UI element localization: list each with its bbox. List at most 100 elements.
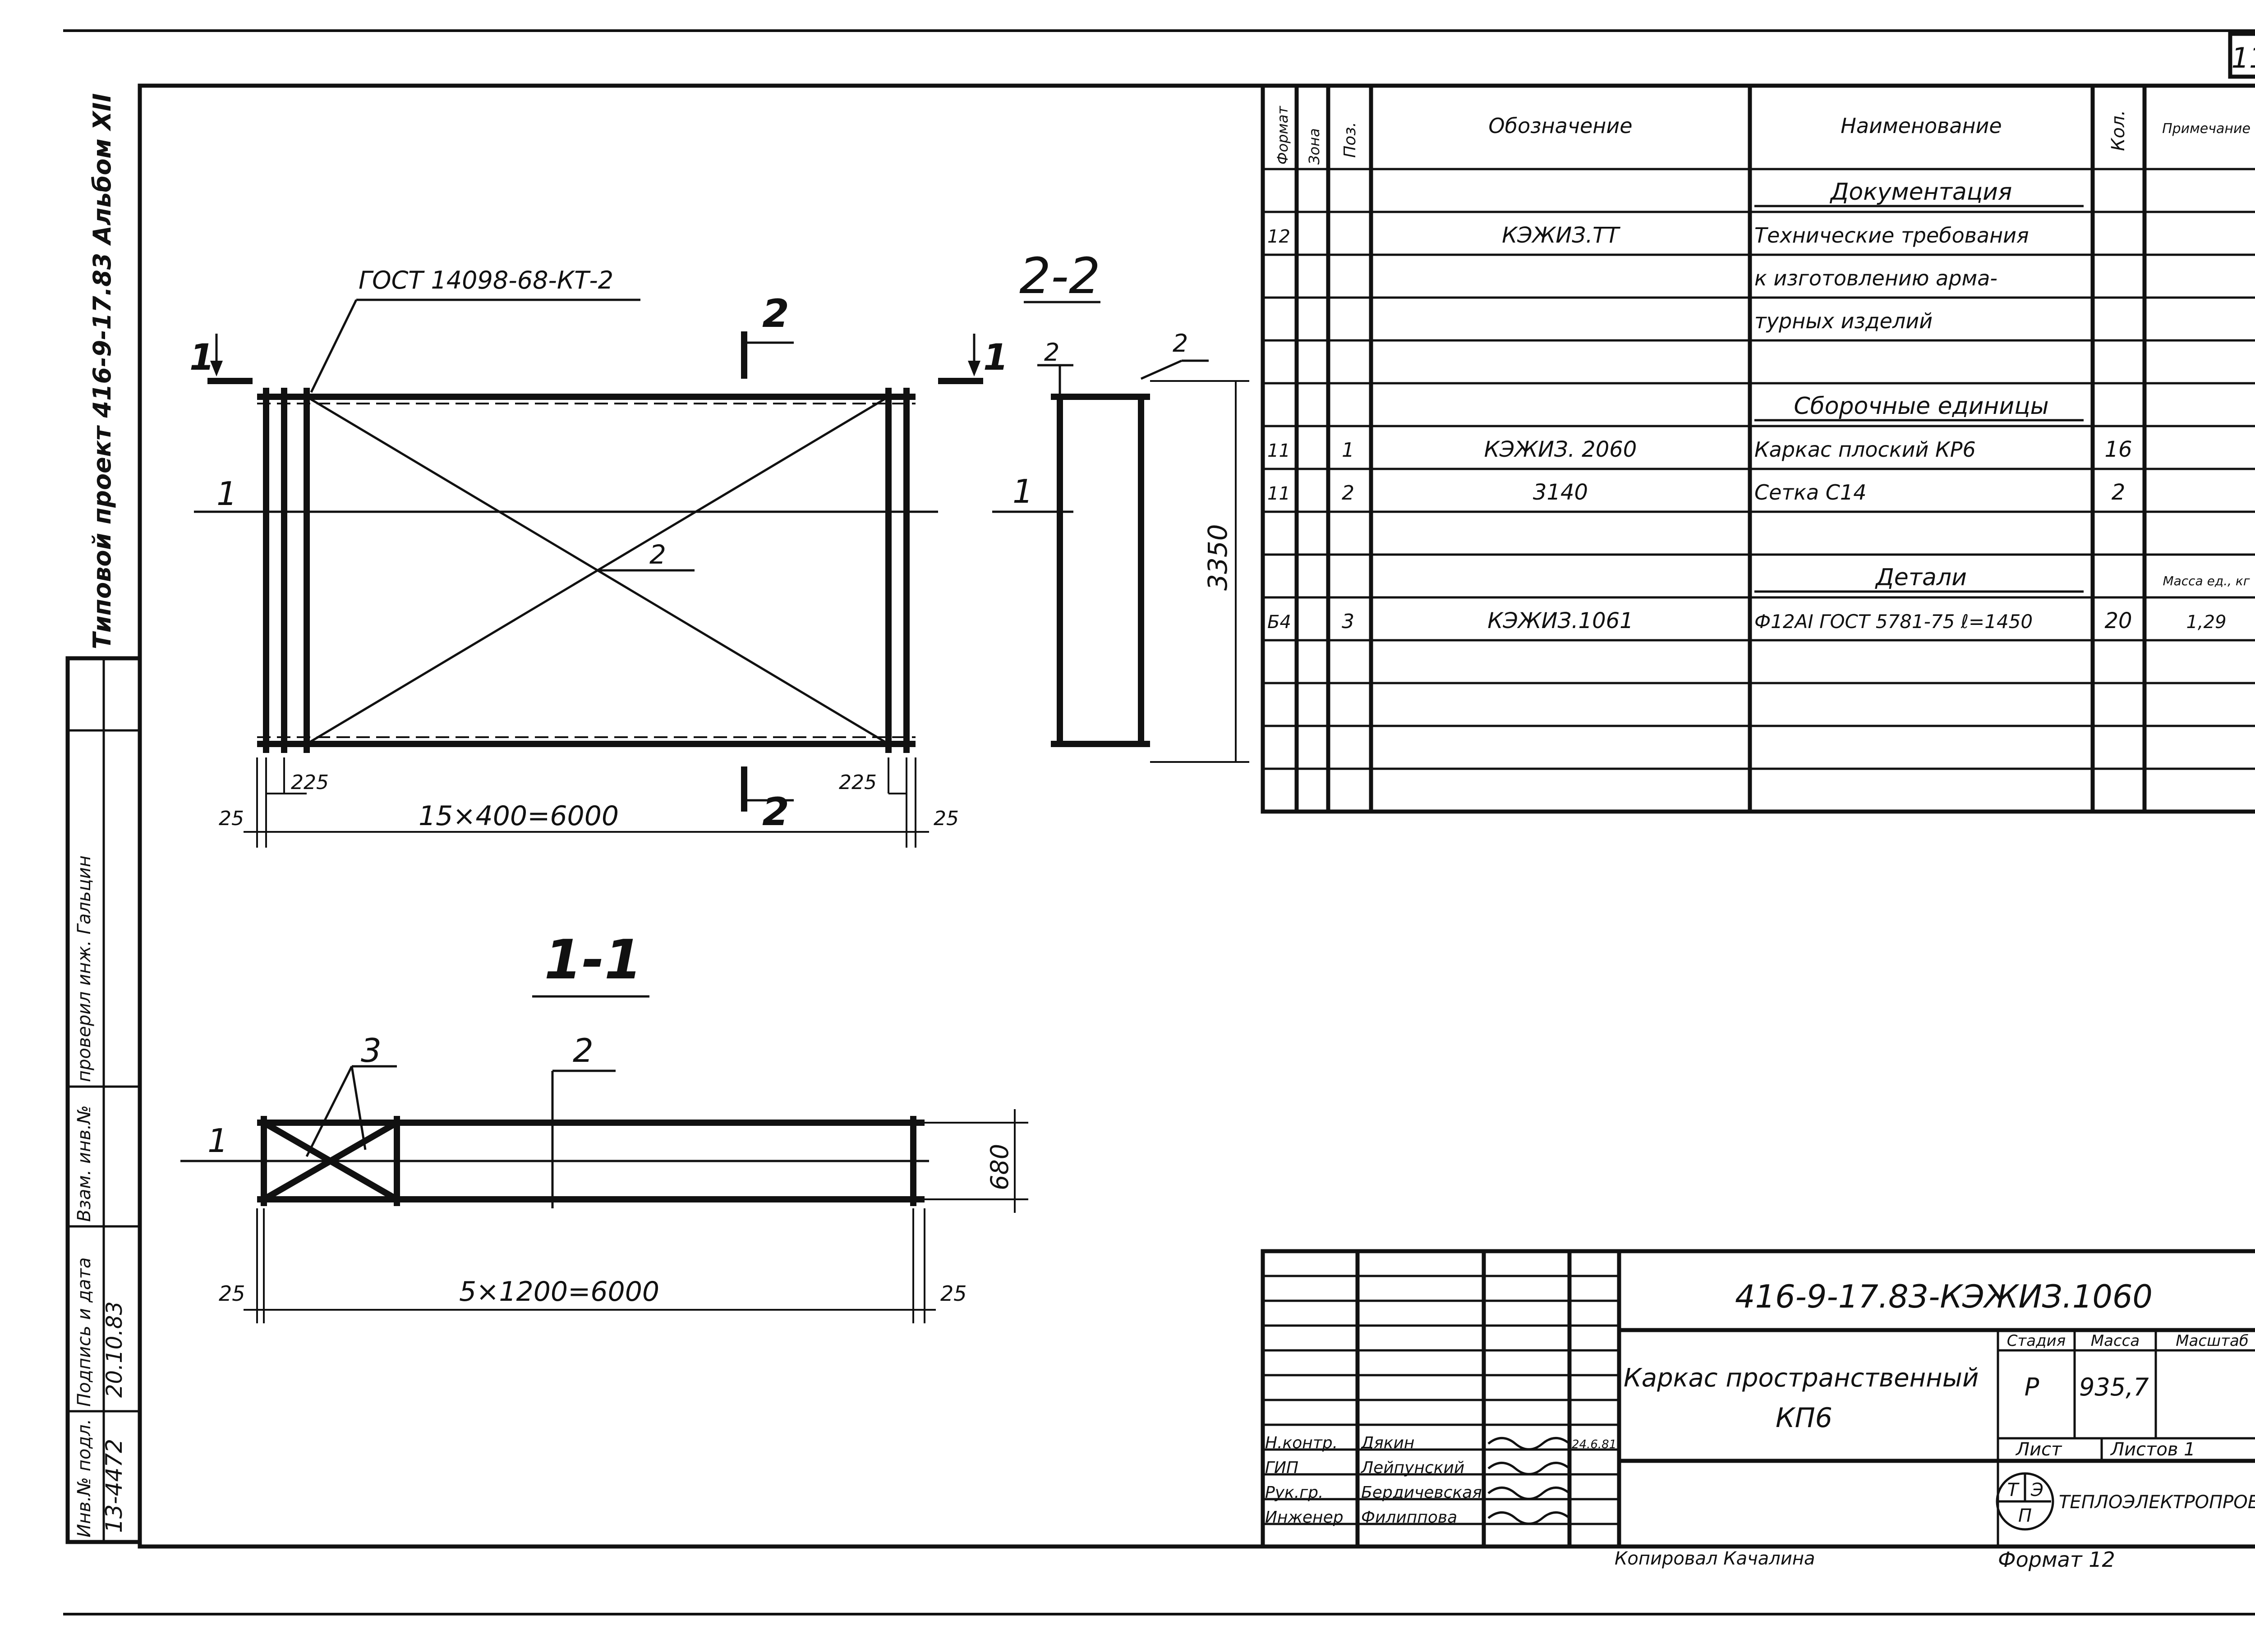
section-2-2: 2-2 1 2 2 3350 bbox=[992, 247, 1249, 763]
cut-2-bottom: 2 bbox=[762, 789, 789, 835]
org-name: ТЕПЛОЭЛЕКТРОПРОЕКТ bbox=[2059, 1492, 2255, 1513]
staff-name: Лейпунский bbox=[1360, 1459, 1464, 1477]
staff-name: Филиппова bbox=[1361, 1508, 1457, 1527]
staff-signature bbox=[1487, 1437, 1570, 1450]
spec-cell-name: Детали bbox=[1875, 564, 1967, 591]
spec-cell-qty: 2 bbox=[2112, 480, 2126, 505]
spec-row: 11 2 3140 Сетка С14 2 bbox=[1267, 480, 2125, 505]
spec-cell-note: 1,29 bbox=[2186, 612, 2226, 633]
copied-by: Копировал Качалина bbox=[1615, 1548, 1815, 1569]
dim-bottom-span: 5×1200=6000 bbox=[459, 1276, 659, 1308]
dim-225-left: 225 bbox=[291, 771, 329, 794]
spec-cell-designation: КЭЖИЗ. 2060 bbox=[1484, 437, 1637, 462]
spec-cell-designation: КЭЖИЗ.ТТ bbox=[1502, 223, 1621, 248]
checked-label: проверил инж. Гальцин bbox=[74, 855, 95, 1082]
spec-cell-pos: 1 bbox=[1342, 439, 1354, 462]
sign-date-value: 20.10.83 bbox=[102, 1301, 127, 1398]
spec-row: Сборочные единицы bbox=[1754, 393, 2084, 422]
spec-row: Детали Масса ед., кг bbox=[1754, 564, 2250, 593]
staff-signature bbox=[1487, 1511, 1570, 1525]
spec-cell-name: Ф12АI ГОСТ 5781-75 ℓ=1450 bbox=[1754, 610, 2033, 633]
dim-680: 680 bbox=[985, 1144, 1014, 1190]
plan-pos1: 1 bbox=[216, 475, 237, 513]
spec-cell-note: Масса ед., кг bbox=[2163, 574, 2250, 588]
section-1-1-pos1: 1 bbox=[207, 1122, 228, 1160]
cut-2-top: 2 bbox=[762, 291, 789, 336]
cut-1-right: 1 bbox=[983, 336, 1008, 378]
staff-role: Н.контр. bbox=[1265, 1434, 1338, 1452]
dim-top-span: 15×400=6000 bbox=[419, 800, 619, 832]
staff-role: Рук.гр. bbox=[1265, 1483, 1323, 1502]
section-1-1: 1-1 1 3 2 680 5×1200=6000 25 25 bbox=[180, 929, 1028, 1323]
header-format: Формат bbox=[1274, 106, 1291, 165]
spec-row: к изготовлению арма- bbox=[1754, 266, 1997, 290]
dim-25-bottom-right: 25 bbox=[940, 1281, 967, 1306]
staff-signature bbox=[1487, 1462, 1570, 1475]
spec-cell-name: к изготовлению арма- bbox=[1754, 266, 1997, 290]
staff-row: Инженер Филиппова bbox=[1265, 1508, 1570, 1527]
doc-code: 416-9-17.83-КЭЖИЗ.1060 bbox=[1735, 1278, 2153, 1315]
header-designation: Обозначение bbox=[1488, 114, 1632, 138]
dim-3350: 3350 bbox=[1202, 524, 1233, 591]
header-note: Примечание bbox=[2162, 121, 2250, 137]
dim-25-right: 25 bbox=[934, 807, 959, 830]
section-2-2-pos2-right: 2 bbox=[1173, 329, 1188, 358]
staff-name: Бердичевская bbox=[1361, 1483, 1482, 1502]
mass-value: 935,7 bbox=[2079, 1373, 2149, 1401]
inv-value: 13-4472 bbox=[101, 1439, 127, 1533]
staff-name: Дякин bbox=[1360, 1434, 1414, 1452]
spec-cell-qty: 20 bbox=[2104, 608, 2132, 633]
sheet-number: 11 bbox=[2232, 41, 2255, 74]
scale-label: Масштаб bbox=[2176, 1332, 2249, 1350]
mass-label: Масса bbox=[2091, 1332, 2140, 1350]
spec-cell-pos: 2 bbox=[1342, 482, 1354, 505]
header-qty: Кол. bbox=[2108, 110, 2129, 151]
section-1-1-pos3: 3 bbox=[361, 1032, 382, 1069]
spec-cell-name: турных изделий bbox=[1754, 309, 1933, 333]
section-2-2-pos2-left: 2 bbox=[1044, 338, 1059, 367]
format-label: Формат 12 bbox=[1998, 1547, 2115, 1572]
spec-cell-name: Сетка С14 bbox=[1754, 480, 1866, 505]
sheet-label: Лист bbox=[2015, 1439, 2062, 1460]
header-name: Наименование bbox=[1841, 114, 2002, 138]
stage-label: Стадия bbox=[2007, 1332, 2066, 1350]
doc-title-line1: Каркас пространственный bbox=[1624, 1363, 1979, 1393]
spec-cell-pos: 3 bbox=[1342, 610, 1354, 633]
vzam-label: Взам. инв.№ bbox=[74, 1105, 95, 1222]
plan-pos2: 2 bbox=[649, 539, 666, 570]
title-block: 416-9-17.83-КЭЖИЗ.1060 Каркас пространст… bbox=[1261, 1249, 2255, 1572]
plan-view: 2 1 ГОСТ 14098-68-КТ-2 1 1 2 2 15×400=60… bbox=[189, 266, 1008, 848]
header-zone: Зона bbox=[1306, 128, 1323, 165]
org-logo: Т Э П bbox=[1996, 1472, 2054, 1531]
staff-row: Рук.гр. Бердичевская bbox=[1265, 1483, 1570, 1502]
spec-row: 12 КЭЖИЗ.ТТ Технические требования bbox=[1267, 223, 2029, 248]
spec-row: Документация bbox=[1754, 179, 2084, 207]
spec-cell-name: Технические требования bbox=[1754, 223, 2029, 248]
dim-25-bottom-left: 25 bbox=[219, 1281, 245, 1306]
section-2-2-pos1: 1 bbox=[1012, 473, 1033, 510]
logo-letter-t: Т bbox=[2007, 1480, 2020, 1501]
spec-row: турных изделий bbox=[1754, 309, 1933, 333]
spec-cell-name: Каркас плоский КР6 bbox=[1754, 437, 1976, 462]
sheet-number-box: 11 bbox=[2228, 32, 2255, 79]
spec-cell-format: 11 bbox=[1267, 441, 1290, 461]
cut-1-left: 1 bbox=[189, 336, 215, 378]
staff-role: Инженер bbox=[1265, 1508, 1344, 1527]
spec-cell-format: 12 bbox=[1267, 226, 1290, 247]
spec-cell-format: 11 bbox=[1267, 483, 1290, 504]
spec-cell-designation: 3140 bbox=[1533, 480, 1588, 505]
dim-225-right: 225 bbox=[839, 771, 877, 794]
staff-date: 24.6.81 bbox=[1572, 1438, 1616, 1451]
section-1-1-pos2: 2 bbox=[573, 1032, 594, 1069]
project-label: Типовой проект 416-9-17.83 Альбом XII bbox=[88, 93, 116, 649]
spec-cell-qty: 16 bbox=[2104, 437, 2132, 462]
staff-row: Н.контр. Дякин 24.6.81 bbox=[1265, 1434, 1616, 1452]
side-stamp: Типовой проект 416-9-17.83 Альбом XII пр… bbox=[65, 93, 142, 1544]
staff-role: ГИП bbox=[1265, 1459, 1298, 1477]
